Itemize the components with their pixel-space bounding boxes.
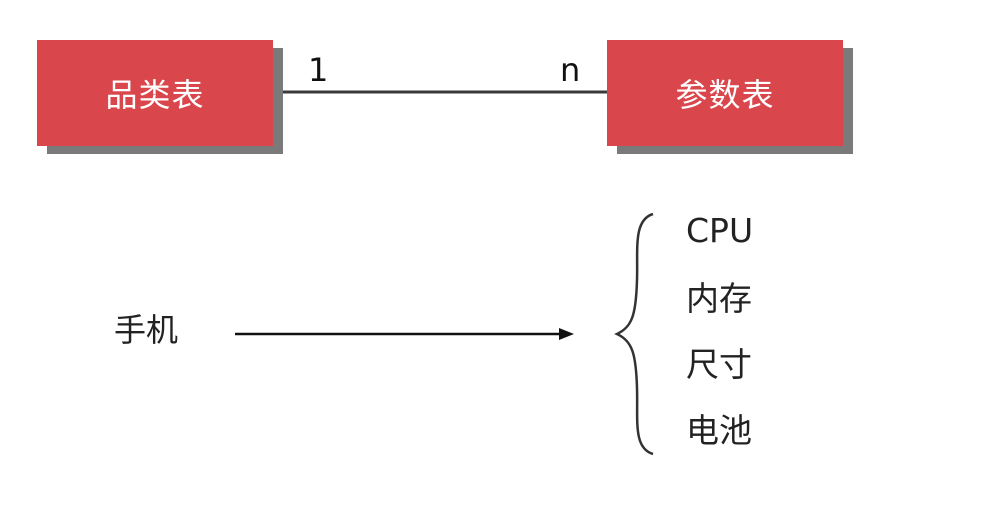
curly-brace <box>614 212 654 456</box>
mapping-arrow-head <box>559 328 574 340</box>
example-category: 手机 <box>114 311 179 349</box>
param-item: 内存 <box>686 279 752 318</box>
category-table-entity: 品类表 <box>37 40 283 154</box>
param-item: CPU <box>686 211 754 250</box>
parameter-table-label: 参数表 <box>607 40 843 146</box>
parameter-table-entity: 参数表 <box>607 40 853 154</box>
left-cardinality: 1 <box>308 51 329 89</box>
param-item: 电池 <box>686 411 752 450</box>
param-item: 尺寸 <box>686 345 752 384</box>
right-cardinality: n <box>560 51 581 89</box>
category-table-label: 品类表 <box>37 40 273 146</box>
